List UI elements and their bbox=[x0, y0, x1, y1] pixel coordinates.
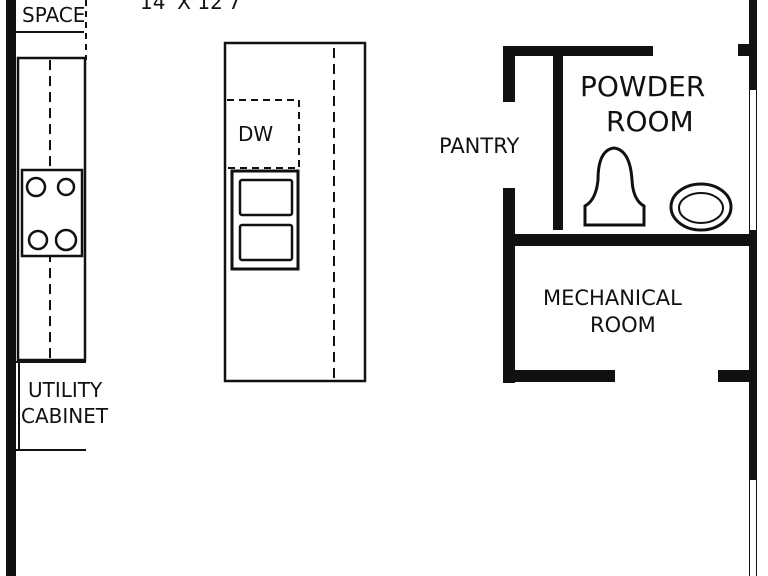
left-exterior-wall bbox=[6, 0, 16, 576]
horizontal-divider-wall bbox=[503, 234, 757, 246]
left-counter bbox=[16, 56, 87, 362]
mechanical-bottom-wall-left bbox=[503, 370, 615, 382]
pantry-powder-divider-wall bbox=[553, 56, 563, 230]
utility-label-line1: UTILITY bbox=[28, 378, 103, 402]
mechanical-bottom-wall-right bbox=[718, 370, 756, 382]
toilet-icon bbox=[583, 146, 646, 227]
burner-icon bbox=[25, 176, 47, 198]
dishwasher-outline bbox=[227, 99, 300, 169]
mechanical-label-line1: MECHANICAL bbox=[543, 286, 682, 310]
lavatory-sink-icon bbox=[669, 182, 733, 232]
pantry-left-wall-upper bbox=[503, 46, 515, 102]
pantry-label: PANTRY bbox=[439, 134, 519, 158]
powder-room-top-wall bbox=[503, 46, 653, 56]
burner-icon bbox=[27, 229, 49, 251]
utility-label-line2: CABINET bbox=[21, 404, 109, 428]
burner-icon bbox=[54, 228, 78, 252]
sink-basin-icon bbox=[238, 178, 294, 217]
burner-icon bbox=[56, 177, 76, 197]
right-wall-window-lower bbox=[750, 480, 756, 576]
powder-room-label-line2: ROOM bbox=[606, 105, 694, 138]
dishwasher-label: DW bbox=[238, 122, 273, 146]
cooktop bbox=[20, 168, 84, 258]
sink bbox=[230, 169, 300, 271]
right-exterior-wall bbox=[749, 0, 757, 576]
space-label: SPACE bbox=[22, 3, 85, 27]
powder-room-label-line1: POWDER bbox=[580, 70, 705, 103]
kitchen-island bbox=[223, 41, 367, 383]
right-wall-stub bbox=[738, 44, 757, 56]
sink-basin-icon bbox=[238, 223, 294, 262]
mechanical-label-line2: ROOM bbox=[590, 313, 656, 337]
lavatory-sink-inner-icon bbox=[678, 192, 724, 224]
room-dimension: 14' X 12'7" bbox=[140, 0, 250, 14]
right-wall-window bbox=[750, 90, 756, 230]
pantry-left-wall-lower bbox=[503, 188, 515, 240]
mechanical-left-wall bbox=[503, 240, 515, 383]
